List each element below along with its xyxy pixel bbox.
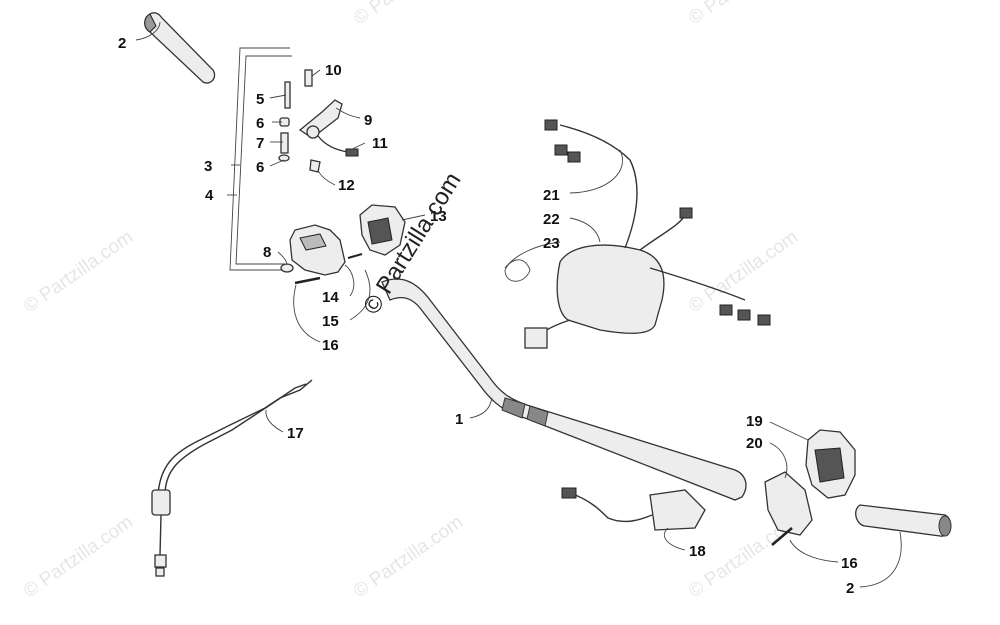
callouts: 2 10 5 9 6 7 11 3 6 12 4 13 8 14 15 16 2… [118,35,858,597]
callout-3: 3 [204,158,212,175]
leader-lines [135,21,902,588]
grip-heater-element[interactable] [561,487,706,531]
callout-15: 15 [322,313,339,330]
callout-16: 16 [322,337,339,354]
hand-warmer-switch[interactable] [359,204,406,256]
right-grip[interactable] [855,504,952,537]
callout-11: 11 [372,135,388,152]
callout-6: 6 [256,115,264,132]
right-switch-housing[interactable] [764,429,856,546]
callout-6: 6 [256,159,264,176]
callout-2: 2 [846,580,854,597]
electronic-module[interactable] [504,119,771,349]
assembly-bracket [229,47,292,271]
throttle-lever-assembly[interactable] [278,69,359,173]
callout-14: 14 [322,289,339,306]
callout-21: 21 [543,187,560,204]
callout-22: 22 [543,211,560,228]
callout-20: 20 [746,435,763,452]
callout-2: 2 [118,35,126,52]
callout-7: 7 [256,135,264,152]
callout-8: 8 [263,244,271,261]
callout-13: 13 [430,208,447,225]
callout-16: 16 [841,555,858,572]
callout-4: 4 [205,187,214,204]
callout-9: 9 [364,112,372,129]
callout-18: 18 [689,543,706,560]
callout-5: 5 [256,91,264,108]
callout-10: 10 [325,62,342,79]
callout-23: 23 [543,235,560,252]
handlebar[interactable] [381,278,747,501]
callout-12: 12 [338,177,355,194]
throttle-cable[interactable] [151,379,313,577]
left-switch-housing[interactable] [280,224,363,285]
callout-1: 1 [455,411,463,428]
callout-19: 19 [746,413,763,430]
callout-17: 17 [287,425,304,442]
left-grip[interactable] [144,12,216,84]
